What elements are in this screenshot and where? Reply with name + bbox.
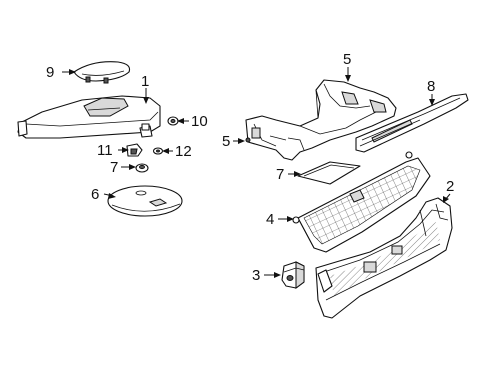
part-12-retainer	[152, 147, 164, 155]
part-7-pad	[297, 161, 361, 185]
callout-2: 2	[446, 178, 454, 195]
callout-7-large: 7	[276, 166, 284, 183]
callout-8: 8	[427, 78, 435, 95]
part-3-block	[281, 261, 305, 289]
part-9-cover	[73, 61, 131, 84]
leader-lines	[62, 67, 451, 278]
callout-10: 10	[191, 113, 208, 130]
callout-7-small: 7	[110, 159, 118, 176]
part-7-grommet	[135, 163, 149, 173]
callout-5-top: 5	[343, 51, 351, 68]
part-11-clip	[126, 143, 143, 157]
callout-12: 12	[175, 143, 192, 160]
part-2-trim-panel	[315, 197, 453, 319]
part-4-net	[292, 151, 431, 253]
part-5-housing	[245, 79, 397, 161]
callout-4: 4	[266, 211, 274, 228]
callout-5-left: 5	[222, 133, 230, 150]
callout-labels: 9 1 10 11 12 7 6 5 5 8 7 2 4 3	[46, 51, 454, 284]
part-6-disc	[107, 185, 183, 217]
part-8-strip	[355, 93, 469, 153]
part-10-nut	[167, 116, 179, 126]
callout-11: 11	[97, 142, 113, 159]
callout-1: 1	[141, 73, 149, 90]
callout-3: 3	[252, 267, 260, 284]
part-1-panel	[17, 95, 161, 139]
callout-9: 9	[46, 64, 54, 81]
callout-6: 6	[91, 186, 99, 203]
